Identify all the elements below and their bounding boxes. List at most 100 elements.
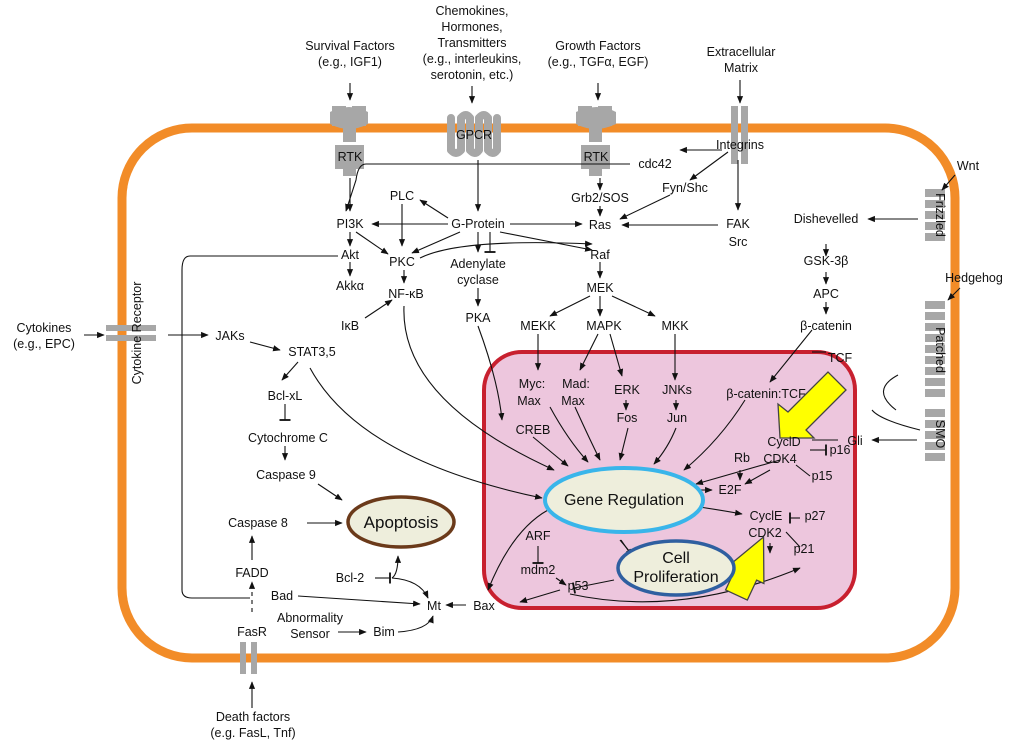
node-tcf: TCF [828, 351, 853, 365]
survival-label-1: Survival Factors [305, 39, 395, 53]
node-erk: ERK [614, 383, 640, 397]
node-cdk2: CDK2 [748, 526, 781, 540]
smo-label: SMO [933, 420, 947, 449]
node-gli: Gli [847, 434, 862, 448]
cytokine-receptor-label: Cytokine Receptor [130, 282, 144, 385]
node-jnks: JNKs [662, 383, 692, 397]
rtk-receptor-left [330, 106, 368, 176]
patched-receptor [925, 301, 945, 397]
rtk-label-right: RTK [584, 150, 609, 164]
integrin-receptor [731, 106, 748, 164]
node-cycle: CyclE [750, 509, 783, 523]
chemokines-label-3: Transmitters [438, 36, 507, 50]
node-rb: Rb [734, 451, 750, 465]
highlight-arrow-lower [724, 535, 765, 601]
node-cdc42: cdc42 [638, 157, 671, 171]
node-adenylate-2: cyclase [457, 273, 499, 287]
rtk-label-left: RTK [338, 150, 363, 164]
node-mekk: MEKK [520, 319, 556, 333]
chemokines-label-4: (e.g., interleukins, [423, 52, 522, 66]
cytokines-label-2: (e.g., EPC) [13, 337, 75, 351]
node-p16: p16 [830, 443, 851, 457]
node-cycld: CyclD [767, 435, 800, 449]
proliferation-ellipse [616, 539, 736, 597]
patched-label: Patched [933, 327, 947, 373]
node-e2f: E2F [719, 483, 742, 497]
node-mapk: MAPK [586, 319, 622, 333]
rtk-receptor-right [576, 106, 616, 176]
frizzled-label: Frizzled [933, 193, 947, 237]
smo-receptor [925, 409, 945, 461]
node-jun: Jun [667, 411, 687, 425]
node-nfkb: NF-κB [388, 287, 423, 301]
node-plc: PLC [390, 189, 414, 203]
node-mt: Mt [427, 599, 441, 613]
node-fynshc: Fyn/Shc [662, 181, 708, 195]
node-stat: STAT3,5 [288, 345, 336, 359]
chemokines-label-2: Hormones, [441, 20, 502, 34]
cytokines-label-1: Cytokines [17, 321, 72, 335]
node-dishevelled: Dishevelled [794, 212, 859, 226]
node-max-1: Max [517, 394, 541, 408]
node-fadd: FADD [235, 566, 268, 580]
node-gprotein: G-Protein [451, 217, 505, 231]
apoptosis-label: Apoptosis [364, 513, 439, 532]
node-casp9: Caspase 9 [256, 468, 316, 482]
growth-label-2: (e.g., TGFα, EGF) [548, 55, 649, 69]
node-arf: ARF [526, 529, 551, 543]
node-mdm2: mdm2 [521, 563, 556, 577]
node-pkc: PKC [389, 255, 415, 269]
node-mad: Mad: [562, 377, 590, 391]
death-label-1: Death factors [216, 710, 290, 724]
wnt-label: Wnt [957, 159, 980, 173]
node-pka: PKA [465, 311, 491, 325]
fasr-label: FasR [237, 625, 267, 639]
node-abnormality-2: Sensor [290, 627, 330, 641]
survival-label-2: (e.g., IGF1) [318, 55, 382, 69]
node-src: Src [729, 235, 748, 249]
node-bim: Bim [373, 625, 395, 639]
node-bclxl: Bcl-xL [268, 389, 303, 403]
node-grb2: Grb2/SOS [571, 191, 629, 205]
node-cdk4: CDK4 [763, 452, 796, 466]
node-max-2: Max [561, 394, 585, 408]
node-p15: p15 [812, 469, 833, 483]
node-mek: MEK [586, 281, 614, 295]
node-ras: Ras [589, 218, 611, 232]
nucleus-node-labels: Myc: Mad: Max Max ERK Fos JNKs Jun CREB … [516, 377, 851, 593]
node-creb: CREB [516, 423, 551, 437]
node-bcatenin: β-catenin [800, 319, 852, 333]
node-p53: p53 [568, 579, 589, 593]
node-pi3k: PI3K [336, 217, 364, 231]
chemokines-label-5: serotonin, etc.) [431, 68, 514, 82]
gpcr-receptor [447, 111, 501, 157]
node-adenylate-1: Adenylate [450, 257, 506, 271]
node-p21: p21 [794, 542, 815, 556]
chemokines-label-1: Chemokines, [436, 4, 509, 18]
node-ikb: IκB [341, 319, 359, 333]
node-apc: APC [813, 287, 839, 301]
node-casp8: Caspase 8 [228, 516, 288, 530]
proliferation-label-1: Cell [662, 550, 690, 567]
node-myc: Myc: [519, 377, 545, 391]
gene-regulation-ellipse [543, 466, 705, 534]
apoptosis-ellipse [346, 495, 456, 549]
highlight-arrow-upper [777, 371, 847, 439]
integrins-label: Integrins [716, 138, 764, 152]
growth-label-1: Growth Factors [555, 39, 640, 53]
node-p27: p27 [805, 509, 826, 523]
gene-regulation-label: Gene Regulation [564, 492, 684, 509]
death-label-2: (e.g. FasL, Tnf) [210, 726, 295, 740]
proliferation-label-2: Proliferation [633, 569, 718, 586]
external-signal-labels: Survival Factors (e.g., IGF1) Chemokines… [13, 4, 1003, 740]
hedgehog-label: Hedgehog [945, 271, 1003, 285]
node-bax: Bax [473, 599, 495, 613]
cytoplasm-node-labels: cdc42 PI3K PLC G-Protein Grb2/SOS Fyn/Sh… [215, 157, 862, 641]
node-bcl2: Bcl-2 [336, 571, 365, 585]
node-abnormality-1: Abnormality [277, 611, 344, 625]
node-bad: Bad [271, 589, 293, 603]
node-fak: FAK [726, 217, 750, 231]
node-raf: Raf [590, 248, 610, 262]
node-gsk: GSK-3β [804, 254, 849, 268]
